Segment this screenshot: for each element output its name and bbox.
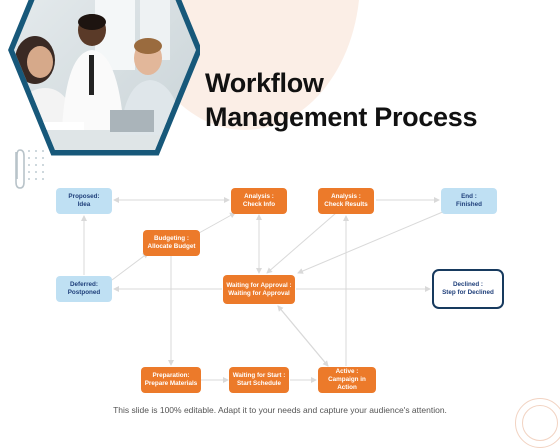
team-photo — [0, 0, 202, 200]
node-active-subtitle: Campaign in Action — [328, 376, 366, 391]
footer-note: This slide is 100% editable. Adapt it to… — [113, 405, 447, 415]
dot-grid-decoration — [28, 150, 48, 190]
node-start-title: Waiting for Start : — [232, 372, 286, 379]
arrow-end-to-approval — [297, 210, 446, 274]
node-deferred-subtitle: Postponed — [67, 289, 101, 296]
node-approval-title: Waiting for Approval : — [226, 281, 292, 289]
node-check-info-title: Analysis : — [244, 193, 274, 200]
arrow-deferred-to-budgeting — [111, 252, 149, 281]
corner-circle-inner-decoration — [522, 405, 558, 441]
node-start-subtitle: Start Schedule — [236, 380, 282, 387]
node-check-results-subtitle: Check Results — [324, 201, 368, 208]
node-check-info-subtitle: Check Info — [242, 201, 276, 208]
node-budgeting: Budgeting :Allocate Budget — [143, 230, 200, 256]
node-end-subtitle: Finished — [456, 201, 482, 208]
node-active: Active :Campaign in Action — [318, 367, 376, 393]
node-preparation-title: Preparation: — [152, 372, 190, 379]
arrow-check-results-to-approval — [266, 212, 337, 274]
node-preparation: Preparation:Prepare Materials — [141, 367, 201, 393]
node-deferred: Deferred:Postponed — [56, 276, 112, 302]
node-proposed-title: Proposed: — [68, 193, 100, 200]
node-check-results-title: Analysis : — [331, 193, 361, 200]
node-approval-subtitle: Waiting for Approval — [228, 289, 290, 297]
paperclip-icon — [15, 149, 25, 189]
node-budgeting-subtitle: Allocate Budget — [147, 243, 196, 250]
node-declined-subtitle: Step for Declined — [442, 289, 494, 296]
node-analysis-check-info: Analysis :Check Info — [231, 188, 287, 214]
node-declined-title: Declined : — [452, 281, 484, 288]
node-deferred-title: Deferred: — [69, 281, 98, 288]
page-title: Workflow Management Process — [205, 66, 545, 134]
node-waiting-for-start: Waiting for Start :Start Schedule — [229, 367, 289, 393]
node-waiting-for-approval: Waiting for Approval :Waiting for Approv… — [223, 275, 295, 304]
node-declined: Declined :Step for Declined — [432, 269, 504, 309]
node-preparation-subtitle: Prepare Materials — [144, 380, 198, 387]
node-budgeting-title: Budgeting : — [154, 235, 189, 242]
node-analysis-check-results: Analysis :Check Results — [318, 188, 374, 214]
node-proposed: Proposed:Idea — [56, 188, 112, 214]
arrow-approval-to-active — [277, 305, 329, 367]
node-proposed-subtitle: Idea — [77, 201, 91, 208]
arrow-budgeting-to-check-info — [198, 212, 236, 234]
title-line-1: Workflow — [205, 68, 324, 98]
node-end: End :Finished — [441, 188, 497, 214]
node-active-title: Active : — [335, 368, 359, 375]
node-end-title: End : — [461, 193, 477, 200]
title-line-2: Management Process — [205, 102, 478, 132]
workflow-connectors — [81, 197, 446, 383]
